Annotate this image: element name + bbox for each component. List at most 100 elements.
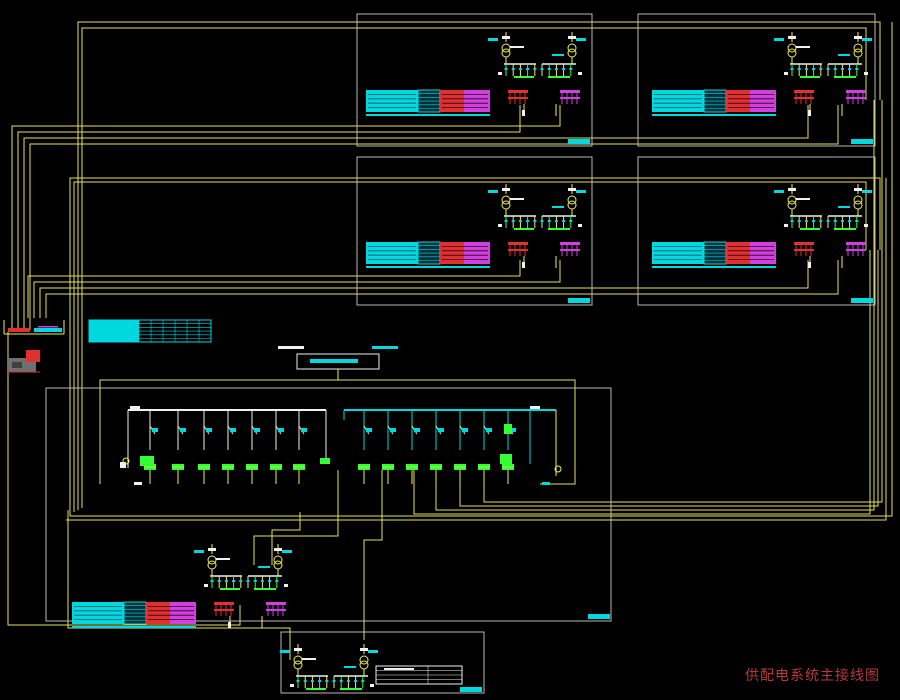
feeder-wire	[271, 512, 301, 565]
cable-bundle	[254, 588, 276, 590]
feeder-wire	[99, 379, 576, 485]
feeder-bay	[270, 410, 284, 484]
breaker	[533, 220, 537, 222]
feeder-wire	[45, 260, 839, 318]
breaker	[569, 68, 573, 70]
label-tag	[204, 584, 208, 587]
label-tag	[510, 46, 524, 48]
bay-label	[301, 428, 307, 432]
parameter-table	[72, 601, 196, 628]
label-tag	[578, 224, 582, 227]
fuse-block	[502, 188, 510, 191]
feeder-bay	[430, 410, 444, 484]
diagram-title: 供配电系统主接线图	[745, 668, 880, 684]
feeder-wire	[67, 510, 291, 660]
table-block-red	[440, 242, 464, 264]
feeder-wire	[7, 332, 241, 626]
breaker	[339, 680, 343, 682]
label-tag	[344, 666, 356, 668]
feeder-bay	[222, 410, 236, 484]
breaker	[346, 680, 350, 682]
breaker	[533, 68, 537, 70]
feeder-wire	[17, 105, 521, 330]
transformer-winding	[567, 200, 577, 210]
cable-bundle	[548, 228, 570, 230]
metering-unit	[140, 456, 154, 466]
bay-label	[152, 428, 158, 432]
feeder-bay	[478, 410, 492, 484]
cable-bundle	[800, 76, 820, 78]
feeder-wire	[413, 250, 871, 515]
label-tag	[216, 558, 230, 560]
breaker	[217, 580, 221, 582]
feeder-bay	[246, 410, 260, 484]
cabinet-rail	[560, 249, 580, 251]
cabinet-top	[266, 602, 286, 605]
label-tag	[134, 482, 142, 485]
label-tag	[796, 46, 810, 48]
breaker	[318, 680, 322, 682]
breaker	[354, 680, 358, 682]
label-tag	[194, 550, 204, 553]
breaker	[804, 68, 808, 70]
breaker	[547, 220, 551, 222]
breaker	[268, 580, 272, 582]
breaker	[303, 680, 307, 682]
bay-label	[486, 428, 492, 432]
fuse-block	[854, 36, 862, 39]
breaker	[826, 220, 830, 222]
label-tag	[774, 190, 784, 193]
lv-switchgear-magenta	[846, 90, 866, 104]
transformer-winding	[359, 660, 369, 670]
transformer-winding	[273, 560, 283, 570]
label-tag	[796, 198, 810, 200]
label-tag	[784, 72, 788, 75]
label-tag	[530, 406, 540, 409]
table-block-red	[146, 602, 170, 624]
sheet-frame	[356, 13, 593, 147]
breaker	[511, 68, 515, 70]
bay-label	[180, 428, 186, 432]
sheet-frame	[637, 13, 876, 147]
transformer-winding	[273, 555, 283, 565]
table-block-red	[726, 242, 750, 264]
feeder-bay	[502, 410, 516, 484]
breaker	[332, 680, 336, 682]
table-block-cyan	[652, 90, 704, 112]
label-tag	[488, 190, 498, 193]
parameter-table	[366, 241, 490, 268]
transformer-winding	[567, 43, 577, 53]
breaker	[833, 68, 837, 70]
feeder-bay	[454, 410, 468, 484]
vt-symbol	[554, 465, 562, 473]
breaker	[812, 68, 816, 70]
label-tag	[290, 684, 294, 687]
table-block-magenta	[170, 602, 196, 624]
switch-cabinet	[3, 320, 65, 335]
drawing-frames	[45, 13, 876, 694]
pt-unit	[120, 462, 126, 468]
breaker	[239, 580, 243, 582]
measuring-unit	[504, 424, 512, 434]
lv-switchgear-red	[794, 90, 814, 104]
table-footer	[366, 114, 490, 116]
cabinet-rail	[508, 97, 528, 99]
table-footer	[652, 266, 776, 268]
label-tag	[372, 346, 398, 349]
board-parameter-table	[88, 319, 212, 343]
breaker	[855, 220, 859, 222]
table-block-cyan	[89, 320, 139, 342]
breaker	[790, 220, 794, 222]
breaker	[569, 220, 573, 222]
cabinet-rail	[560, 97, 580, 99]
breaker	[797, 68, 801, 70]
label-tag	[130, 406, 140, 409]
label-tag	[302, 658, 316, 660]
table-block-red	[440, 90, 464, 112]
cable-bundle	[514, 76, 534, 78]
cabinet-cyan	[34, 328, 62, 332]
label-tag	[370, 684, 374, 687]
bay-label	[438, 428, 444, 432]
breaker	[296, 680, 300, 682]
cabinet-rail	[794, 97, 814, 99]
